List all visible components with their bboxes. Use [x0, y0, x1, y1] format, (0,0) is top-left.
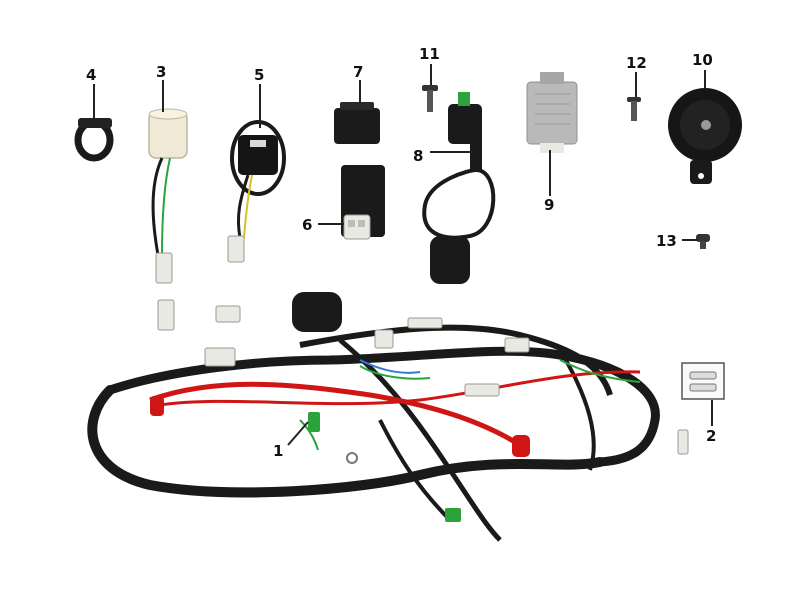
part-4-clamp: [74, 118, 114, 162]
callout-6: 6: [302, 216, 312, 234]
part-8-ignition-coil: [422, 92, 496, 284]
part-2-fuses: [681, 362, 725, 400]
part-5-starter-relay: [227, 120, 286, 263]
part-12-bolt: [627, 97, 641, 121]
part-7-module: [334, 102, 380, 144]
part-3-flasher-relay: [148, 108, 188, 284]
callout-1: 1: [273, 442, 283, 460]
callout-5: 5: [254, 66, 264, 84]
callout-11: 11: [419, 45, 440, 63]
callout-2: 2: [706, 427, 716, 445]
callout-labels: 4 3 5 7 6 8 9 11 12 10 13 2 1: [86, 45, 716, 460]
callout-7: 7: [353, 63, 363, 81]
part-11-bolt: [422, 85, 438, 112]
callout-10: 10: [692, 51, 713, 69]
part-13-screw: [696, 234, 710, 249]
part-9-regulator: [526, 72, 578, 153]
part-10-horn: [668, 88, 742, 184]
callout-4: 4: [86, 66, 96, 84]
callout-13: 13: [656, 232, 677, 250]
callout-9: 9: [544, 196, 554, 214]
part-6-cdi: [341, 165, 385, 240]
part-1-wiring-harness: [87, 292, 689, 542]
callout-12: 12: [626, 54, 647, 72]
callout-8: 8: [413, 147, 423, 165]
leader-lines: [93, 64, 713, 446]
callout-3: 3: [156, 63, 166, 81]
